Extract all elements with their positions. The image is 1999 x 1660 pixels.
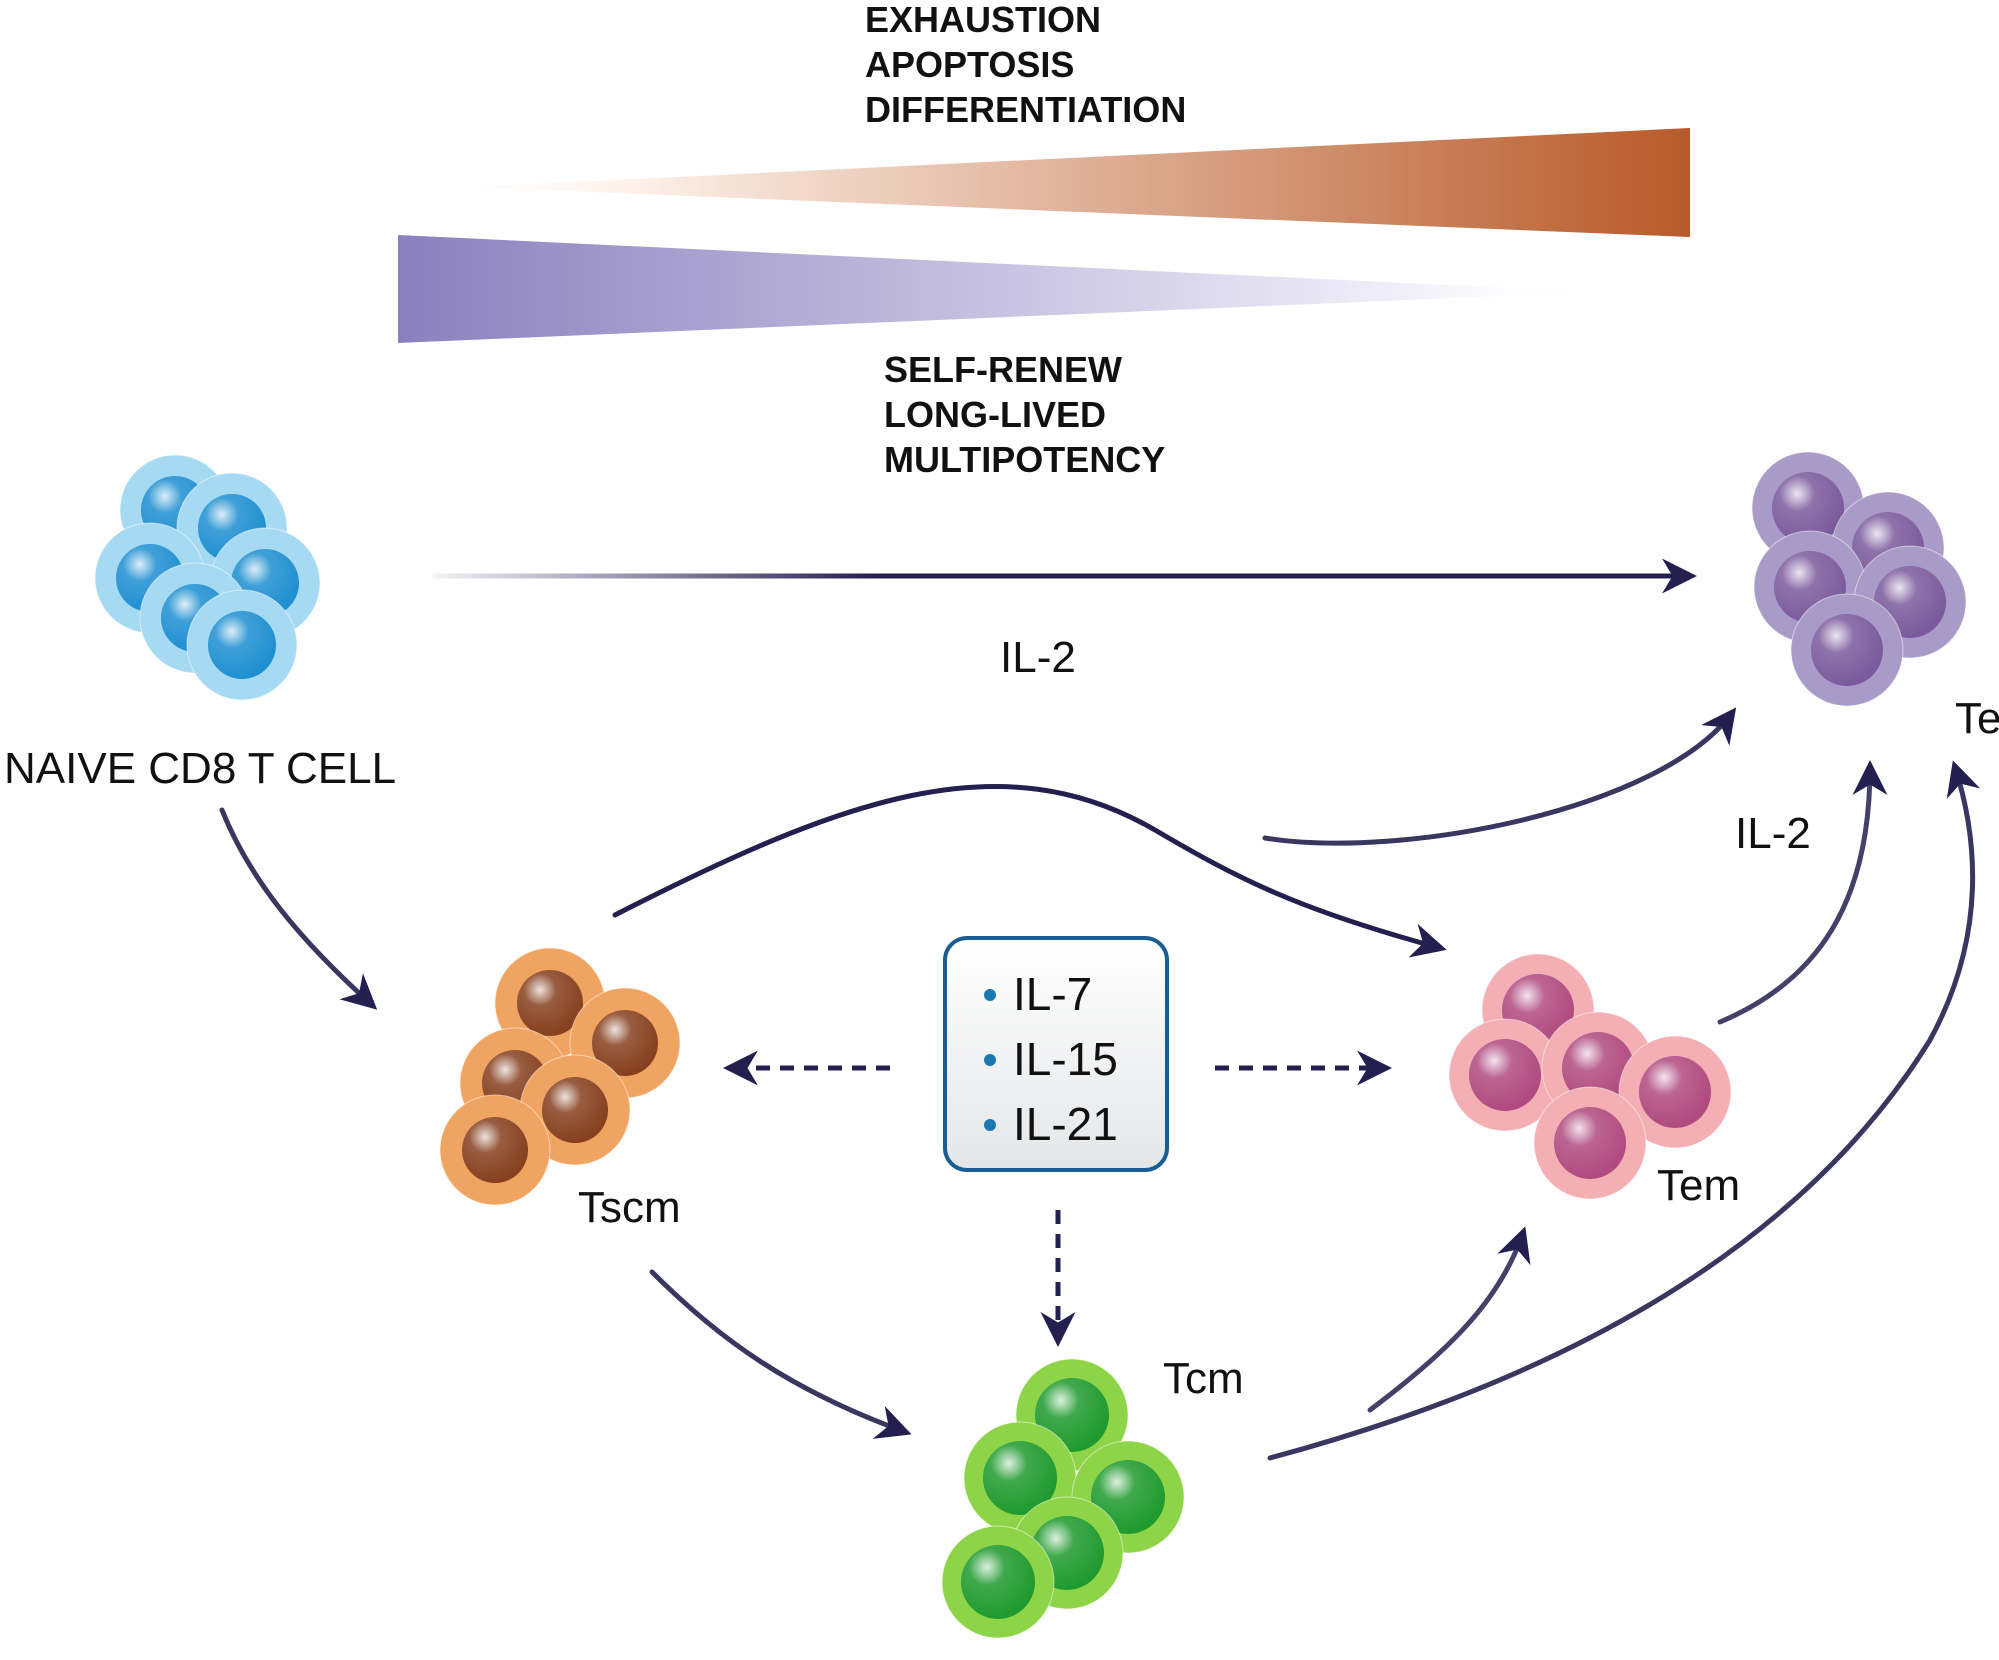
wedge-bottom-line-3: MULTIPOTENCY	[884, 439, 1165, 480]
il2-label-naive-to-teff: IL-2	[1000, 633, 1076, 682]
self-renew-gradient-wedge	[398, 235, 1595, 343]
wedge-bottom-line-2: LONG-LIVED	[884, 394, 1106, 435]
teff-cell	[1790, 593, 1904, 707]
naive-cell-label: NAIVE CD8 T CELL	[4, 744, 396, 793]
tem-cell	[1618, 1035, 1732, 1149]
tem-cell	[1448, 1018, 1562, 1132]
cytokine-box: IL-7 IL-15 IL-21	[943, 936, 1169, 1172]
bullet-icon	[984, 1054, 996, 1066]
arrow-naive-to-tscm	[219, 807, 378, 1010]
naive-cd8-t-cell-cluster	[94, 454, 321, 701]
wedge-top-line-1: EXHAUSTION	[865, 0, 1101, 40]
wedge-bottom-line-1: SELF-RENEW	[884, 349, 1122, 390]
cytokine-item-3: IL-21	[1013, 1098, 1118, 1150]
tem-cell-label: Tem	[1657, 1161, 1740, 1210]
arrow-tcm-to-teff	[1267, 760, 1981, 1461]
il2-label-tem-to-teff: IL-2	[1735, 809, 1811, 858]
wedge-top-line-3: DIFFERENTIATION	[865, 89, 1186, 130]
bullet-icon	[984, 989, 996, 1001]
arrow-tem-to-teff	[1717, 760, 1888, 1025]
arrow-tcm-to-tem	[1367, 1226, 1531, 1413]
tem-cell-cluster	[1448, 953, 1732, 1200]
tcm-cell	[941, 1525, 1055, 1639]
arrow-tscm-to-teff	[1262, 707, 1737, 846]
arrow-tscm-to-tcm	[649, 1269, 912, 1439]
cytokine-item-1: IL-7	[1013, 968, 1092, 1020]
arrow-tscm-to-tem	[612, 784, 1447, 958]
tcm-cell-label: Tcm	[1163, 1354, 1244, 1403]
tscm-cell-cluster	[439, 947, 681, 1206]
bullet-icon	[984, 1119, 996, 1131]
teff-cell-label: Teff	[1955, 694, 1999, 743]
tem-cell	[1533, 1086, 1647, 1200]
naive-cell	[186, 589, 298, 701]
tcm-cell-cluster	[941, 1358, 1185, 1639]
cytokine-item-2: IL-15	[1013, 1033, 1118, 1085]
teff-cell-cluster	[1751, 451, 1967, 707]
exhaustion-gradient-wedge	[470, 128, 1690, 237]
tscm-cell-label: Tscm	[578, 1183, 681, 1232]
tscm-cell	[439, 1094, 551, 1206]
wedge-top-line-2: APOPTOSIS	[865, 44, 1074, 85]
